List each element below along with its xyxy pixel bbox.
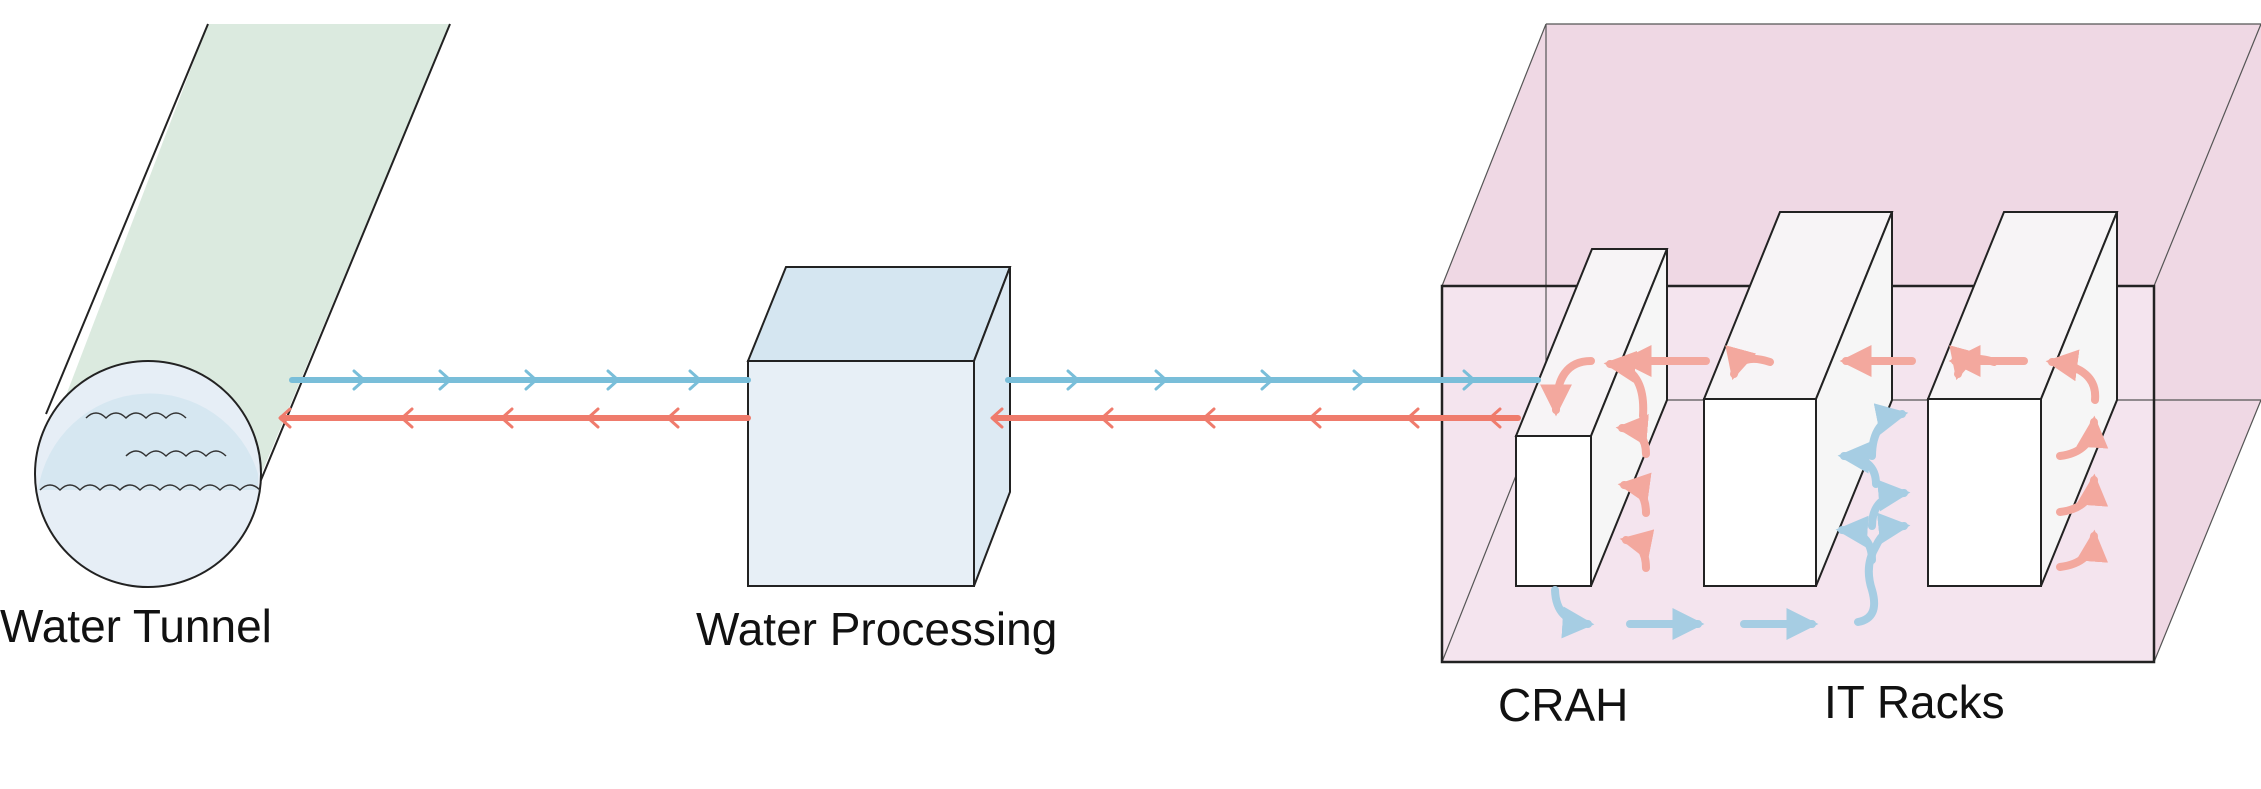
- rack-1-front: [1703, 398, 1817, 587]
- crah-front: [1515, 435, 1592, 587]
- flow-chevron-right-icon: [1352, 369, 1366, 391]
- cold-air-arrow: [1854, 512, 1911, 626]
- flow-chevron-left-icon: [400, 407, 414, 429]
- hot-air-arrow: [1615, 414, 1650, 458]
- hot-air-arrow: [2056, 473, 2109, 516]
- hot-airflow: [1540, 345, 2109, 572]
- flow-chevron-left-icon: [990, 407, 1004, 429]
- crah-label: CRAH: [1498, 679, 1628, 731]
- flow-chevron-left-icon: [586, 407, 600, 429]
- cold-air-arrow: [1837, 441, 1880, 488]
- flow-chevron-right-icon: [1260, 369, 1274, 391]
- cold-airflow: [1551, 403, 1911, 640]
- flow-chevron-left-icon: [666, 407, 680, 429]
- flow-chevron-left-icon: [1100, 407, 1114, 429]
- processing-top-face: [746, 266, 1012, 362]
- cold-air-arrow: [1868, 479, 1911, 530]
- flow-chevron-left-icon: [278, 407, 292, 429]
- hot-air-arrow: [2045, 349, 2100, 404]
- flow-chevron-left-icon: [1308, 407, 1322, 429]
- flow-chevron-right-icon: [1066, 369, 1080, 391]
- flow-chevron-left-icon: [1488, 407, 1502, 429]
- flow-chevron-left-icon: [1406, 407, 1420, 429]
- hot-air-arrow: [2056, 529, 2109, 571]
- flow-chevron-left-icon: [500, 407, 514, 429]
- cold-air-arrow: [1551, 586, 1595, 639]
- flow-chevron-right-icon: [524, 369, 538, 391]
- water-tunnel: Water Tunnel: [0, 23, 451, 652]
- cold-flow-chevrons: [352, 369, 1476, 391]
- hot-air-arrow: [1617, 472, 1652, 517]
- tunnel-edge-left: [45, 23, 209, 415]
- hot-air-arrow: [1949, 345, 1998, 381]
- flow-chevron-right-icon: [352, 369, 366, 391]
- hot-air-arrow: [1603, 350, 1648, 420]
- hot-air-arrow: [1540, 357, 1595, 417]
- hot-flow-chevrons: [278, 407, 1502, 429]
- cold-air-arrow: [1835, 515, 1876, 564]
- flow-chevron-right-icon: [606, 369, 620, 391]
- water-wave-icon: [39, 412, 261, 492]
- flow-chevron-right-icon: [688, 369, 702, 391]
- hot-air-arrow: [1725, 345, 1774, 381]
- flow-chevron-right-icon: [1462, 369, 1476, 391]
- flow-chevron-left-icon: [1202, 407, 1216, 429]
- tunnel-edge-right: [255, 23, 451, 493]
- hot-air-arrow: [2056, 415, 2109, 460]
- water-processing-unit: Water Processing: [696, 266, 1057, 655]
- processing-front-face: [747, 360, 975, 587]
- rack-2-front: [1927, 398, 2042, 587]
- flow-chevron-right-icon: [1154, 369, 1168, 391]
- tunnel-water-upper: [38, 393, 258, 490]
- hot-air-arrow: [1619, 529, 1655, 572]
- water-processing-label: Water Processing: [696, 603, 1057, 655]
- water-tunnel-label: Water Tunnel: [0, 600, 272, 652]
- flow-chevron-right-icon: [438, 369, 452, 391]
- cold-air-arrow: [1868, 403, 1909, 460]
- it-racks-label: IT Racks: [1824, 676, 2005, 728]
